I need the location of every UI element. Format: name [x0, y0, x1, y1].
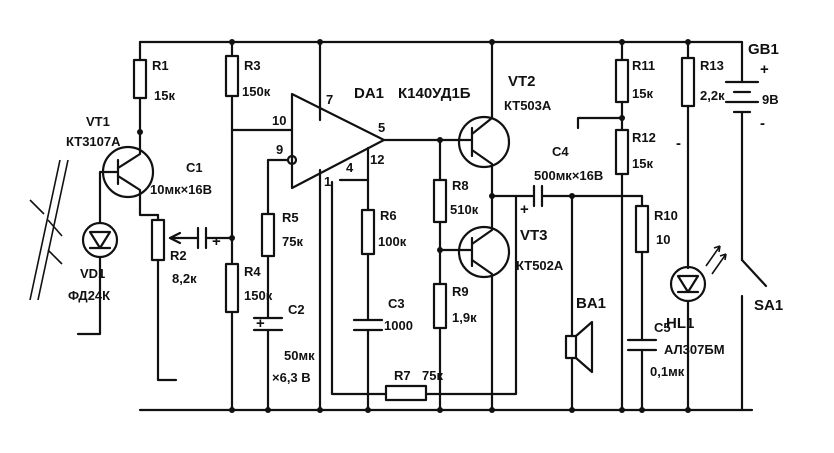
r8-value: 510к [450, 202, 479, 217]
resistor-r4 [224, 128, 240, 412]
hl1-ref: HL1 [666, 315, 694, 332]
pin-5: 5 [378, 120, 385, 135]
pin-12: 12 [370, 152, 384, 167]
r5-ref: R5 [282, 210, 299, 225]
gb1-plus: + [760, 61, 769, 78]
resistor-r6 [360, 178, 376, 322]
speaker-ba1 [564, 194, 594, 412]
c2-ref: C2 [288, 302, 305, 317]
vt1-ref: VT1 [86, 114, 110, 129]
capacitor-c4 [532, 184, 644, 208]
resistor-r7 [384, 194, 518, 402]
battery-gb1 [724, 40, 760, 262]
vt3-type: КТ502А [516, 258, 564, 273]
c2-value1: 50мк [284, 348, 315, 363]
potentiometer-r2 [150, 213, 200, 382]
c1-value: 10мк×16В [150, 182, 212, 197]
r9-ref: R9 [452, 284, 469, 299]
hl1-type: АЛ307БМ [664, 342, 725, 357]
r12-ref: R12 [632, 130, 656, 145]
transistor-vt1 [98, 130, 155, 224]
photodiode-vd1 [76, 221, 119, 336]
c4-plus: + [520, 201, 529, 218]
r3-ref: R3 [244, 58, 261, 73]
r11-ref: R11 [632, 58, 655, 73]
vd1-ref: VD1 [80, 266, 105, 281]
c4-value: 500мк×16В [534, 168, 603, 183]
c5-ref: C5 [654, 320, 671, 335]
r1-value: 15к [154, 88, 175, 103]
gb1-ref: GB1 [748, 41, 779, 58]
capacitor-c3 [352, 318, 384, 412]
gb1-minus: - [760, 115, 765, 132]
hl1-minus-mark: - [676, 135, 681, 152]
pin-7: 7 [326, 92, 333, 107]
r5-value: 75к [282, 234, 303, 249]
pin-10: 10 [272, 113, 286, 128]
capacitor-c1 [196, 226, 234, 250]
resistor-r1 [132, 40, 148, 134]
transistor-vt3 [438, 194, 511, 412]
switch-sa1 [740, 258, 768, 412]
c1-plus: + [212, 233, 221, 250]
r12-value: 15к [632, 156, 653, 171]
da1-type: К140УД1Б [398, 85, 471, 102]
c2-value2: ×6,3 В [272, 370, 311, 385]
r1-ref: R1 [152, 58, 169, 73]
opamp-da1 [266, 40, 442, 212]
da1-ref: DA1 [354, 85, 384, 102]
c4-ref: C4 [552, 144, 569, 159]
resistor-r5 [260, 208, 276, 320]
r8-ref: R8 [452, 178, 469, 193]
r4-ref: R4 [244, 264, 261, 279]
led-hl1 [669, 245, 727, 412]
r4-value: 150к [244, 288, 273, 303]
r2-value: 8,2к [172, 271, 197, 286]
r10-value: 10 [656, 232, 670, 247]
resistor-r12 [614, 128, 630, 412]
r13-value: 2,2к [700, 88, 725, 103]
r3-value: 150к [242, 84, 271, 99]
c3-ref: C3 [388, 296, 405, 311]
light-source-arrows [29, 159, 69, 301]
vt2-ref: VT2 [508, 73, 536, 90]
r6-ref: R6 [380, 208, 397, 223]
resistor-r8 [432, 178, 448, 286]
r6-value: 100к [378, 234, 407, 249]
sa1-ref: SA1 [754, 297, 783, 314]
pin-1: 1 [324, 174, 331, 189]
transistor-vt2 [438, 40, 511, 198]
resistor-r13 [680, 40, 696, 270]
vd1-type: ФД24К [68, 288, 110, 303]
pin-9: 9 [276, 142, 283, 157]
c3-value: 1000 [384, 318, 413, 333]
c5-value: 0,1мк [650, 364, 685, 379]
pin-4: 4 [346, 160, 354, 175]
r2-ref: R2 [170, 248, 187, 263]
r11-value: 15к [632, 86, 653, 101]
r7-value: 75к [422, 368, 443, 383]
gb1-value: 9В [762, 92, 779, 107]
vt3-ref: VT3 [520, 227, 548, 244]
capacitor-c5 [626, 338, 658, 412]
c2-plus: + [256, 315, 265, 332]
r7-ref: R7 [394, 368, 411, 383]
resistor-r9 [432, 282, 448, 412]
vt2-type: КТ503А [504, 98, 552, 113]
resistor-r10 [634, 194, 650, 342]
capacitor-c2 [252, 316, 284, 412]
ba1-ref: BA1 [576, 295, 606, 312]
r10-ref: R10 [654, 208, 678, 223]
r9-value: 1,9к [452, 310, 477, 325]
r13-ref: R13 [700, 58, 724, 73]
vt1-type: КТ3107А [66, 134, 121, 149]
c1-ref: C1 [186, 160, 203, 175]
